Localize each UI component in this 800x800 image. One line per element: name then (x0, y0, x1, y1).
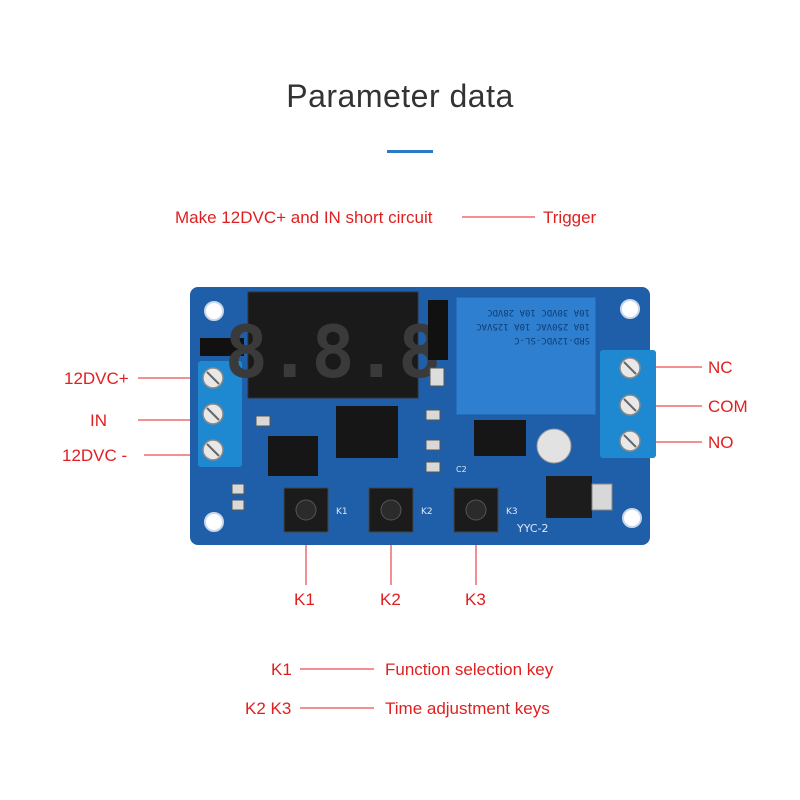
k3-silkscreen: K3 (506, 507, 518, 517)
terminal-label-no: NO (708, 433, 734, 452)
title-underline (387, 150, 433, 153)
terminal-label-in: IN (90, 411, 107, 430)
mount-hole (204, 301, 224, 321)
driver-chip (474, 420, 526, 456)
mount-hole (622, 508, 642, 528)
cap-silkscreen: C2 (456, 465, 467, 474)
k1-silkscreen: K1 (336, 507, 348, 517)
optocoupler-chip (268, 436, 318, 476)
seven-segment-display (247, 291, 419, 399)
relay-rating-text-1: 10A 250VAC 10A 125VAC (476, 321, 590, 331)
key-label-k2: K2 (380, 590, 401, 609)
terminal-label-12dvc-minus: 12DVC - (62, 446, 128, 465)
smd-resistor (429, 367, 445, 387)
legend-desc-k1: Function selection key (385, 660, 554, 679)
key-label-k1: K1 (294, 590, 315, 609)
model-silkscreen: YYC-2 (516, 522, 549, 535)
display-digits: 8.8.8 (225, 310, 442, 394)
key-k1-button[interactable] (283, 487, 329, 533)
relay-model-text: SRD-12VDC-SL-C (514, 335, 590, 345)
legend-desc-k2k3: Time adjustment keys (385, 699, 550, 718)
page-title: Parameter data (286, 78, 514, 114)
electrolytic-capacitor (536, 428, 572, 464)
terminal-label-12dvc-plus: 12DVC+ (64, 369, 129, 388)
regulator-tab (591, 483, 613, 511)
legend-key-k2k3: K2 K3 (245, 699, 292, 718)
terminal-label-nc: NC (708, 358, 733, 377)
terminal-label-com: COM (708, 397, 748, 416)
mount-hole (620, 299, 640, 319)
relay-rating-text-2: 10A 30VDC 10A 28VDC (487, 307, 590, 317)
trigger-result-label: Trigger (543, 208, 597, 227)
jumper-header (200, 338, 244, 356)
key-k3-button[interactable] (453, 487, 499, 533)
key-k2-button[interactable] (368, 487, 414, 533)
k2-silkscreen: K2 (421, 507, 433, 517)
relay (455, 296, 597, 416)
key-label-k3: K3 (465, 590, 486, 609)
mounting-holes (204, 299, 642, 532)
mount-hole (204, 512, 224, 532)
header-pins (428, 300, 448, 360)
voltage-regulator (546, 476, 592, 518)
legend-key-k1: K1 (271, 660, 292, 679)
trigger-condition-label: Make 12DVC+ and IN short circuit (175, 208, 433, 227)
microcontroller-chip (336, 406, 398, 458)
